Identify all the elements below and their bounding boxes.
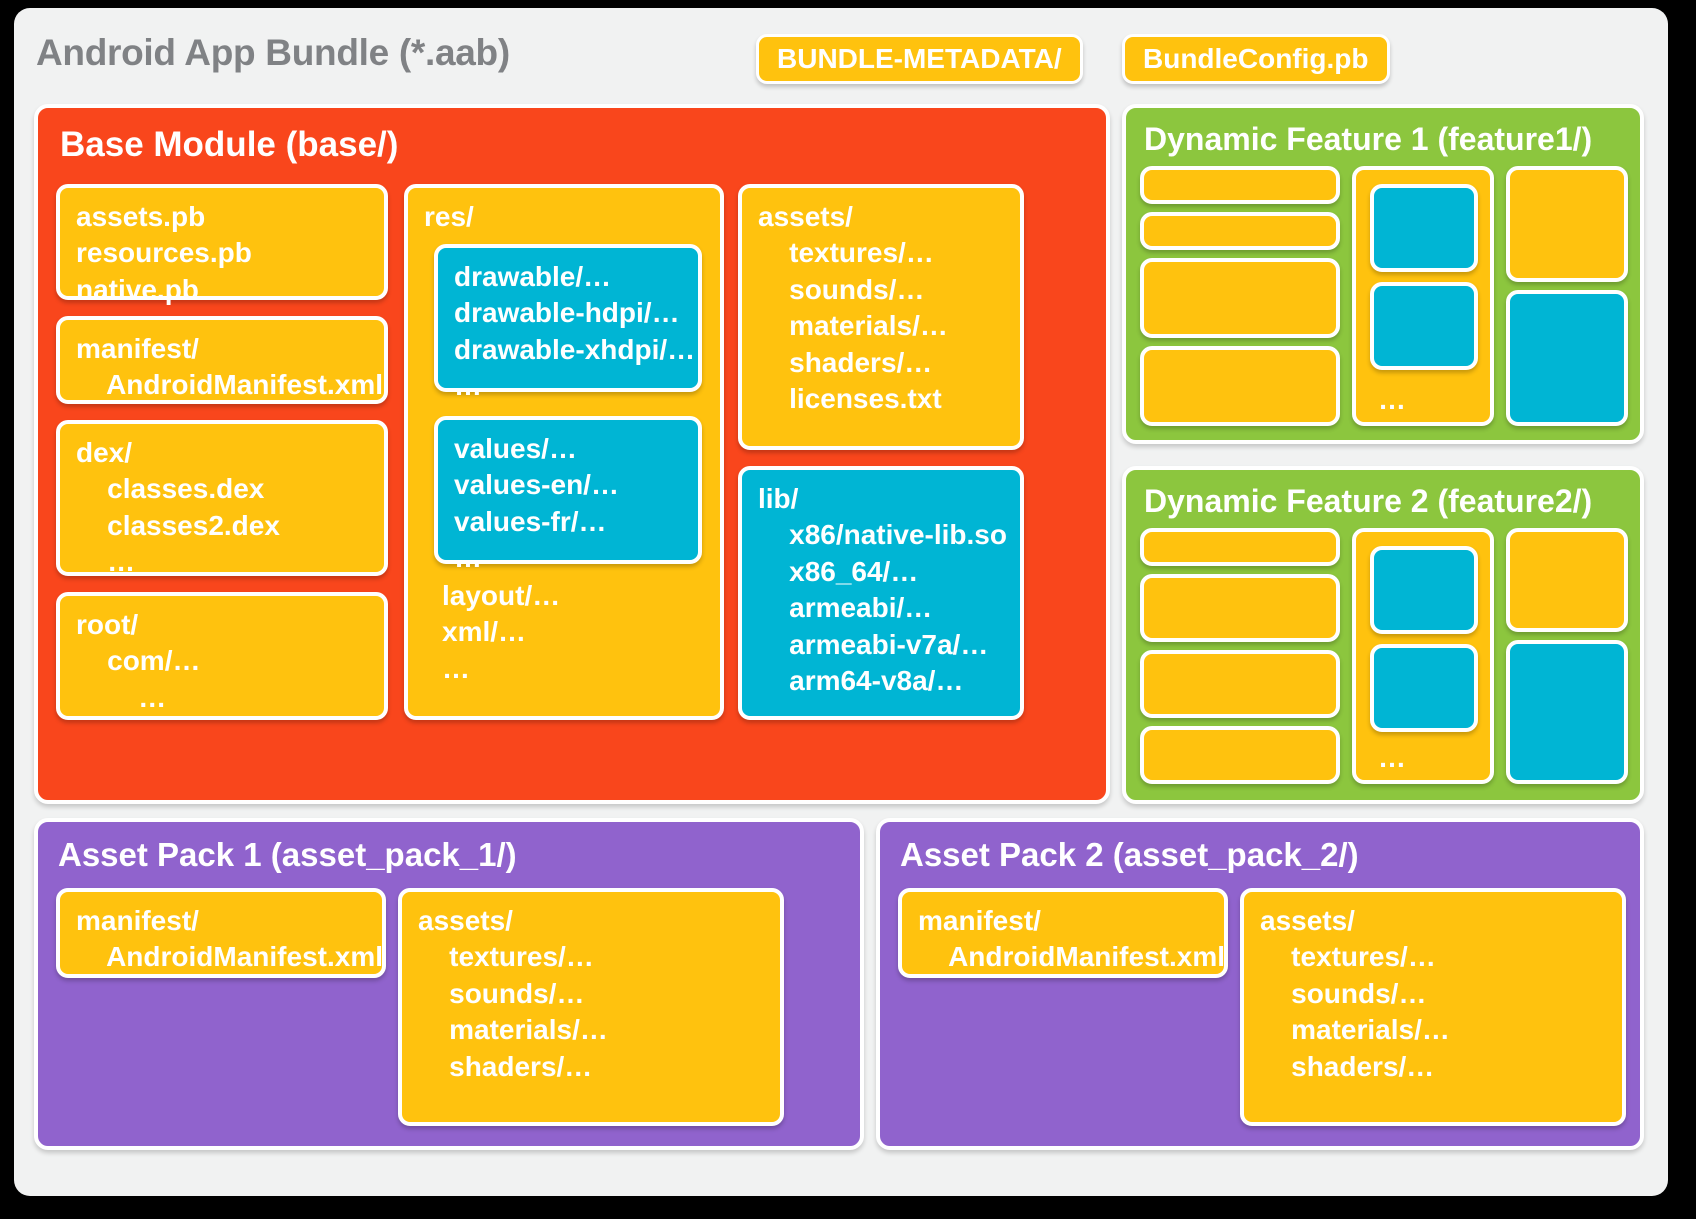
bundle-header: Android App Bundle (*.aab) BUNDLE-METADA… <box>14 8 1668 98</box>
feature1-res-box: … <box>1352 166 1494 426</box>
feature2-res-box: … <box>1352 528 1494 784</box>
dynamic-feature-1-panel: Dynamic Feature 1 (feature1/) … <box>1122 104 1644 444</box>
res-tail-text: layout/… xml/… … <box>442 580 561 684</box>
asset-pack-1-assets-text: assets/ textures/… sounds/… materials/… … <box>418 905 608 1082</box>
asset-pack-1-panel: Asset Pack 1 (asset_pack_1/) manifest/ A… <box>34 818 864 1150</box>
feature2-file-box-4 <box>1140 726 1340 784</box>
asset-pack-2-manifest-box: manifest/ AndroidManifest.xml <box>898 888 1228 978</box>
base-module-title: Base Module (base/) <box>60 125 399 164</box>
feature2-file-box-3 <box>1140 650 1340 718</box>
bundle-root-panel: Android App Bundle (*.aab) BUNDLE-METADA… <box>14 8 1668 1196</box>
root-box: root/ com/… … <box>56 592 388 720</box>
assets-text: assets/ textures/… sounds/… materials/… … <box>758 201 948 414</box>
base-module-panel: Base Module (base/) assets.pb resources.… <box>34 104 1110 804</box>
feature1-res-sub-box-2 <box>1370 282 1478 370</box>
feature2-assets-box <box>1506 528 1628 632</box>
manifest-box: manifest/ AndroidManifest.xml <box>56 316 388 404</box>
feature2-res-sub-box-2 <box>1370 644 1478 732</box>
asset-pack-1-manifest-box: manifest/ AndroidManifest.xml <box>56 888 386 978</box>
manifest-text: manifest/ AndroidManifest.xml <box>76 333 383 401</box>
page-title: Android App Bundle (*.aab) <box>36 32 510 73</box>
asset-pack-2-manifest-text: manifest/ AndroidManifest.xml <box>918 905 1225 973</box>
res-label: res/ <box>424 201 474 232</box>
feature1-assets-box <box>1506 166 1628 282</box>
res-values-text: values/… values-en/… values-fr/… … <box>454 433 619 574</box>
feature1-res-ellipsis: … <box>1378 384 1406 415</box>
feature2-res-ellipsis: … <box>1378 742 1406 773</box>
asset-pack-1-assets-box: assets/ textures/… sounds/… materials/… … <box>398 888 784 1126</box>
assets-box: assets/ textures/… sounds/… materials/… … <box>738 184 1024 450</box>
dex-text: dex/ classes.dex classes2.dex … <box>76 437 280 578</box>
res-values-box: values/… values-en/… values-fr/… … <box>434 416 702 573</box>
asset-pack-2-assets-box: assets/ textures/… sounds/… materials/… … <box>1240 888 1626 1126</box>
lib-box: lib/ x86/native-lib.so x86_64/… armeabi/… <box>738 466 1024 720</box>
feature1-lib-box <box>1506 290 1628 426</box>
asset-pack-2-title: Asset Pack 2 (asset_pack_2/) <box>900 836 1359 873</box>
feature2-lib-box <box>1506 640 1628 784</box>
asset-pack-2-assets-text: assets/ textures/… sounds/… materials/… … <box>1260 905 1450 1082</box>
lib-text: lib/ x86/native-lib.so x86_64/… armeabi/… <box>758 483 1007 696</box>
feature1-res-sub-box-1 <box>1370 184 1478 272</box>
feature2-file-box-1 <box>1140 528 1340 566</box>
dynamic-feature-2-panel: Dynamic Feature 2 (feature2/) … <box>1122 466 1644 804</box>
res-box: res/ drawable/… drawable-hdpi/… drawable… <box>404 184 724 720</box>
feature1-file-box-2 <box>1140 212 1340 250</box>
dynamic-feature-2-title: Dynamic Feature 2 (feature2/) <box>1144 483 1593 519</box>
dynamic-feature-1-title: Dynamic Feature 1 (feature1/) <box>1144 121 1593 157</box>
feature2-file-box-2 <box>1140 574 1340 642</box>
feature1-file-box-1 <box>1140 166 1340 204</box>
feature1-file-box-3 <box>1140 258 1340 338</box>
pb-files-text: assets.pb resources.pb native.pb <box>76 201 252 305</box>
asset-pack-1-title: Asset Pack 1 (asset_pack_1/) <box>58 836 517 873</box>
pb-files-box: assets.pb resources.pb native.pb <box>56 184 388 305</box>
feature1-file-box-4 <box>1140 346 1340 426</box>
bundle-metadata-pill[interactable]: BUNDLE-METADATA/ <box>756 34 1083 84</box>
root-text: root/ com/… … <box>76 609 201 713</box>
bundle-config-pill[interactable]: BundleConfig.pb <box>1122 34 1390 84</box>
asset-pack-1-manifest-text: manifest/ AndroidManifest.xml <box>76 905 383 973</box>
asset-pack-2-panel: Asset Pack 2 (asset_pack_2/) manifest/ A… <box>876 818 1644 1150</box>
feature2-res-sub-box-1 <box>1370 546 1478 634</box>
res-drawable-text: drawable/… drawable-hdpi/… drawable-xhdp… <box>454 261 696 402</box>
res-drawable-box: drawable/… drawable-hdpi/… drawable-xhdp… <box>434 244 702 401</box>
dex-box: dex/ classes.dex classes2.dex … <box>56 420 388 577</box>
